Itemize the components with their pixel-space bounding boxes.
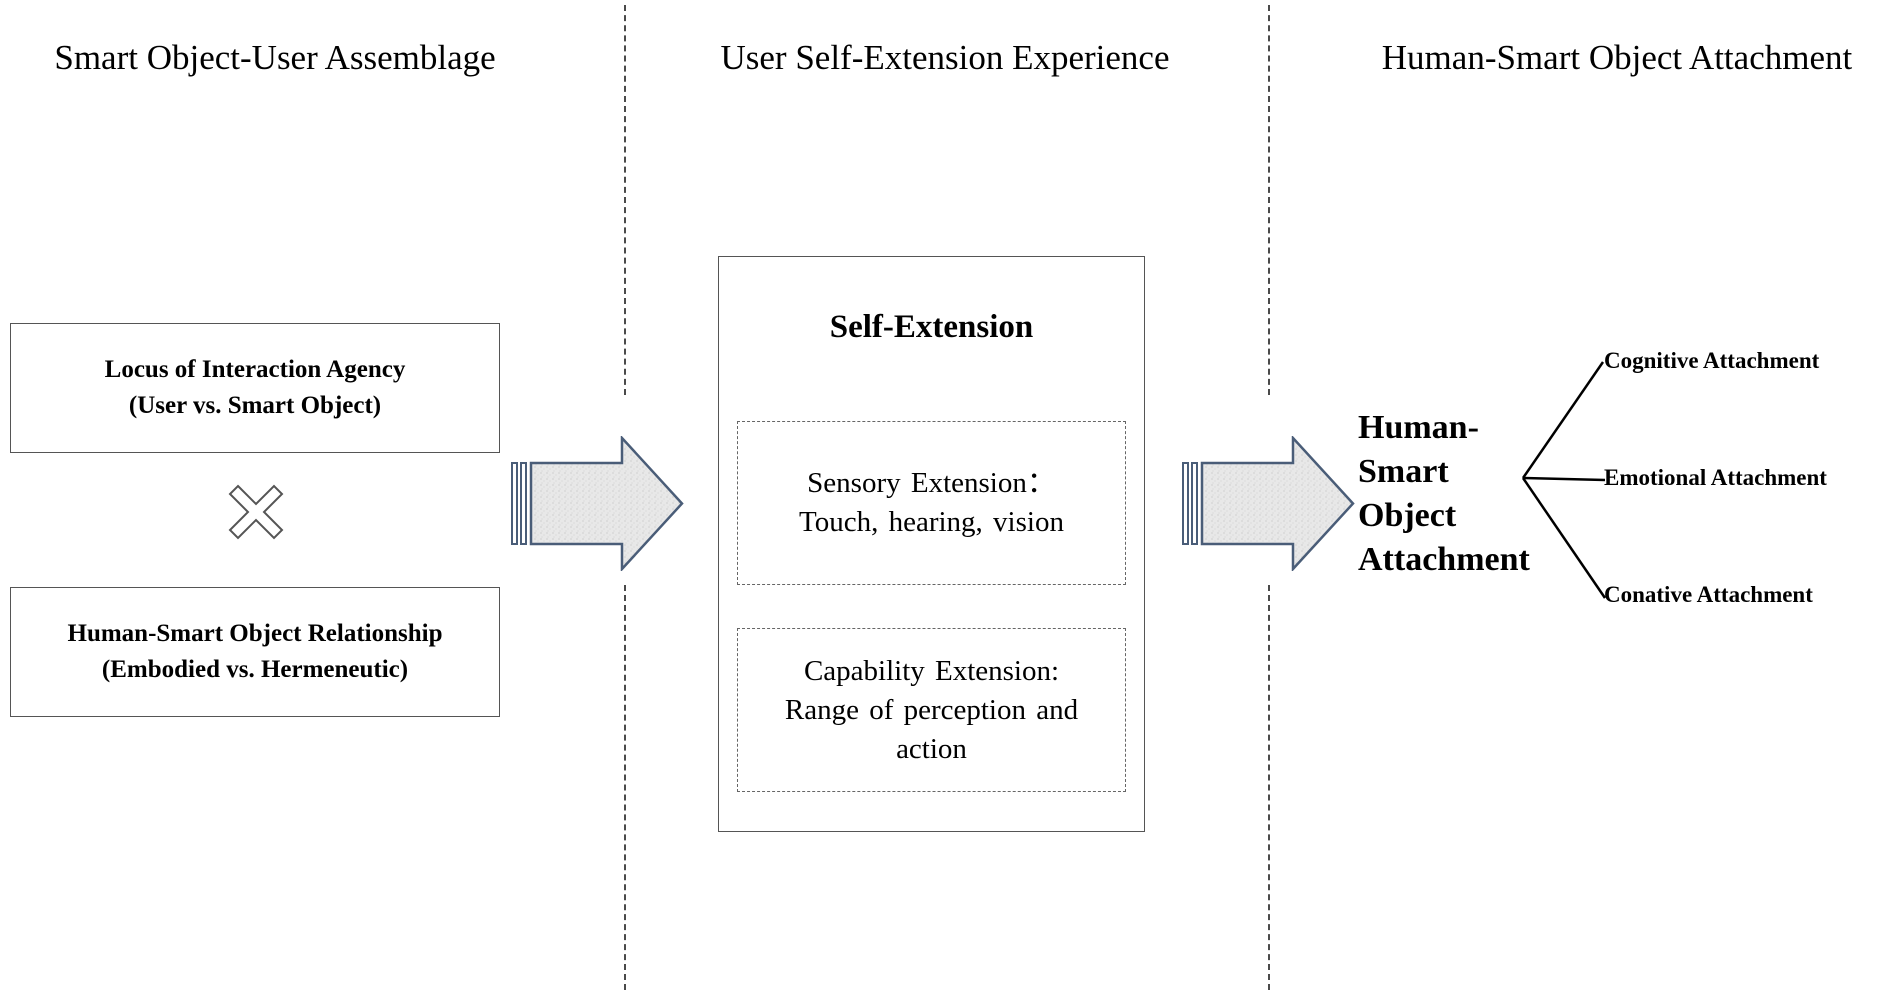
branch-line-conative bbox=[1521, 477, 1607, 599]
self-extension-title: Self-Extension bbox=[829, 309, 1034, 345]
conative-attachment-label: Conative Attachment bbox=[1604, 582, 1813, 607]
header-attachment: Human-Smart Object Attachment bbox=[1381, 38, 1853, 77]
capability-extension-label: Capability Extension: bbox=[803, 654, 1060, 687]
attachment-outcome-line-3: Object bbox=[1358, 497, 1457, 534]
block-arrow-right bbox=[1181, 434, 1356, 573]
locus-of-agency-title: Locus of Interaction Agency bbox=[104, 356, 406, 383]
locus-of-agency-subtitle: (User vs. Smart Object) bbox=[128, 392, 382, 419]
relationship-title: Human-Smart Object Relationship bbox=[67, 620, 443, 647]
sensory-extension-detail: Touch, hearing, vision bbox=[799, 506, 1064, 538]
sensory-extension-label: Sensory Extension： bbox=[807, 467, 1056, 499]
cognitive-attachment-label: Cognitive Attachment bbox=[1604, 348, 1820, 373]
self-extension-panel: Self-Extension Sensory Extension： Touch,… bbox=[718, 256, 1145, 832]
attachment-outcome-line-1: Human- bbox=[1358, 409, 1479, 446]
multiply-cross-icon bbox=[228, 484, 284, 540]
branch-line-emotional bbox=[1522, 476, 1606, 482]
capability-extension-detail-1: Range of perception and bbox=[784, 693, 1079, 726]
divider-right-upper bbox=[1268, 5, 1270, 395]
capability-extension-detail-2: action bbox=[896, 732, 967, 765]
attachment-branch-lines bbox=[1521, 361, 1607, 599]
divider-left-lower bbox=[624, 585, 626, 990]
relationship-subtitle: (Embodied vs. Hermeneutic) bbox=[101, 656, 409, 683]
header-self-extension: User Self-Extension Experience bbox=[720, 38, 1170, 77]
attachment-outcome-label: Human- Smart Object Attachment bbox=[1358, 406, 1530, 582]
divider-right-lower bbox=[1268, 585, 1270, 990]
header-assemblage: Smart Object-User Assemblage bbox=[54, 38, 496, 77]
sensory-extension-box: Sensory Extension： Touch, hearing, visio… bbox=[737, 421, 1126, 585]
attachment-outcome-line-4: Attachment bbox=[1358, 541, 1530, 578]
locus-of-agency-box: Locus of Interaction Agency (User vs. Sm… bbox=[10, 323, 500, 453]
relationship-box: Human-Smart Object Relationship (Embodie… bbox=[10, 587, 500, 717]
emotional-attachment-label: Emotional Attachment bbox=[1604, 465, 1827, 490]
divider-left-upper bbox=[624, 5, 626, 395]
branch-line-cognitive bbox=[1521, 361, 1605, 479]
attachment-outcome-line-2: Smart bbox=[1358, 453, 1449, 490]
block-arrow-left bbox=[510, 434, 685, 573]
capability-extension-box: Capability Extension: Range of perceptio… bbox=[737, 628, 1126, 792]
